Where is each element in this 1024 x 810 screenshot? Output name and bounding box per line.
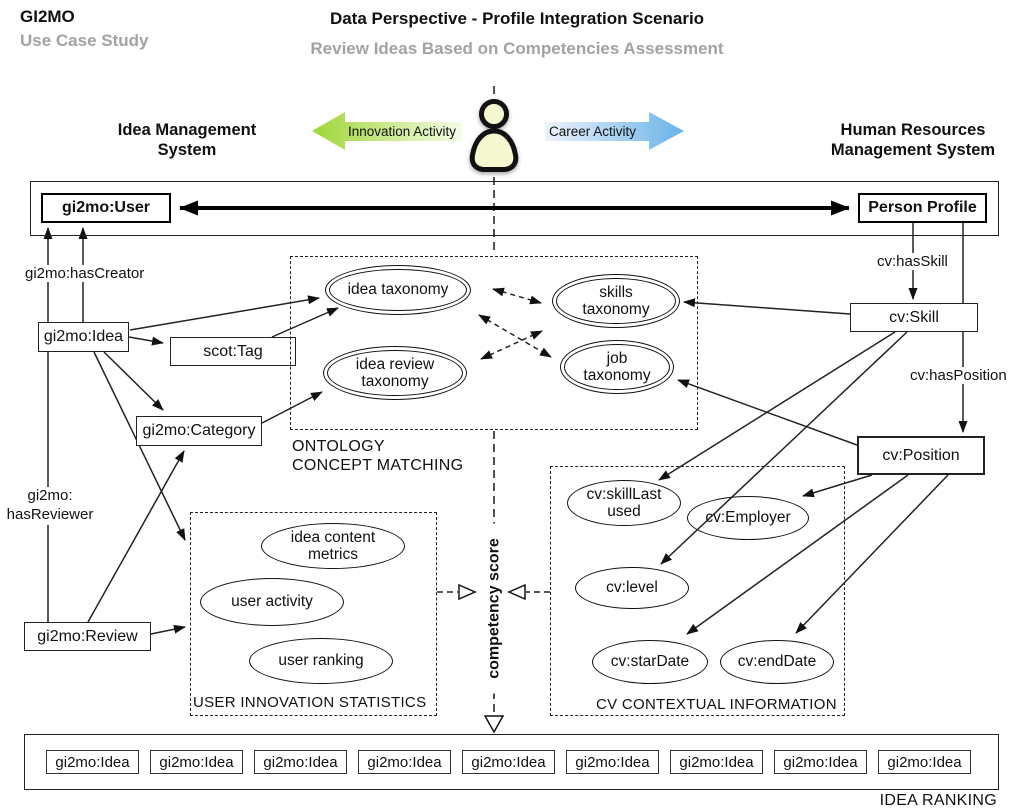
user-stats-box — [190, 512, 437, 716]
ontology-box — [290, 256, 698, 430]
node-person-profile: Person Profile — [858, 193, 987, 223]
edge-label-has-reviewer: gi2mo: hasReviewer — [2, 487, 98, 525]
node-scot-tag: scot:Tag — [170, 337, 296, 366]
ranking-idea-box: gi2mo:Idea — [462, 750, 555, 774]
ellipse-cv-stardate: cv:starDate — [592, 640, 708, 684]
user-profile-container — [30, 181, 999, 236]
ranking-idea-box: gi2mo:Idea — [358, 750, 451, 774]
ellipse-cv-employer: cv:Employer — [687, 496, 809, 540]
person-icon — [469, 99, 519, 172]
ellipse-user-ranking: user ranking — [249, 638, 393, 684]
edge-review-category — [87, 450, 185, 623]
node-gi2mo-review: gi2mo:Review — [24, 622, 151, 651]
idea-ranking-container: gi2mo:Idea gi2mo:Idea gi2mo:Idea gi2mo:I… — [24, 734, 999, 790]
ellipse-cv-enddate: cv:endDate — [720, 640, 834, 684]
system-label-left: Idea Management System — [117, 121, 257, 159]
edge-idea-tag — [128, 336, 164, 346]
edge-idea-ideataxonomy — [129, 295, 320, 331]
edge-label-has-creator: gi2mo:hasCreator — [25, 265, 145, 282]
cv-info-box — [550, 466, 845, 716]
ellipse-job-taxonomy: job taxonomy — [560, 340, 674, 394]
logo-title: GI2MO — [20, 7, 75, 26]
edge-ideatax-jobtax — [478, 314, 552, 358]
page-title: Data Perspective - Profile Integration S… — [329, 9, 705, 28]
edge-skill-skilllastused — [658, 331, 896, 481]
edge-review-userstats — [150, 624, 186, 635]
ranking-idea-box: gi2mo:Idea — [774, 750, 867, 774]
ontology-label-line1: ONTOLOGY — [292, 438, 385, 455]
open-arrow-down — [483, 715, 505, 734]
ranking-idea-box: gi2mo:Idea — [566, 750, 659, 774]
ontology-label-line2: CONCEPT MATCHING — [292, 457, 464, 474]
ellipse-cv-level: cv:level — [575, 567, 689, 609]
system-label-right: Human Resources Management System — [830, 121, 996, 159]
edge-label-has-skill: cv:hasSkill — [877, 253, 948, 270]
node-gi2mo-idea: gi2mo:Idea — [38, 322, 129, 352]
node-cv-skill: cv:Skill — [850, 303, 978, 332]
edge-idea-userstats — [93, 351, 186, 541]
node-cv-position: cv:Position — [857, 436, 985, 475]
node-gi2mo-category: gi2mo:Category — [136, 416, 262, 446]
ellipse-idea-review-taxonomy: idea review taxonomy — [323, 346, 467, 400]
ellipse-idea-content-metrics: idea content metrics — [261, 523, 405, 569]
edge-tag-ideataxonomy — [271, 307, 339, 338]
innovation-activity-label: Innovation Activity — [348, 124, 457, 139]
edge-skill-skillstaxonomy — [683, 298, 851, 315]
ellipse-cv-skilllast-used: cv:skillLast used — [567, 480, 681, 526]
edge-category-ideareviewtaxonomy — [261, 391, 323, 424]
open-arrow-left — [507, 583, 526, 601]
edge-ideareviewtax-skillstax — [480, 330, 543, 360]
career-activity-label: Career Activity — [549, 124, 637, 139]
logo-subtitle: Use Case Study — [20, 31, 149, 50]
edge-idea-category — [103, 351, 164, 411]
ranking-idea-box: gi2mo:Idea — [150, 750, 243, 774]
edge-label-has-position: cv:hasPosition — [910, 367, 1007, 384]
open-arrow-right — [458, 583, 477, 601]
career-arrow — [545, 112, 684, 150]
ranking-idea-box: gi2mo:Idea — [878, 750, 971, 774]
edge-position-employer — [802, 474, 873, 498]
ellipse-idea-taxonomy: idea taxonomy — [325, 265, 471, 315]
idea-ranking-label: IDEA RANKING — [879, 792, 997, 809]
user-stats-label: USER INNOVATION STATISTICS — [193, 694, 427, 711]
page-subtitle: Review Ideas Based on Competencies Asses… — [310, 39, 724, 58]
edge-skill-level — [660, 331, 908, 565]
edge-position-enddate — [795, 474, 949, 634]
cv-info-label: CV CONTEXTUAL INFORMATION — [596, 696, 837, 713]
ranking-idea-box: gi2mo:Idea — [254, 750, 347, 774]
innovation-arrow — [312, 112, 462, 150]
ellipse-skills-taxonomy: skills taxonomy — [552, 274, 680, 328]
ranking-idea-box: gi2mo:Idea — [46, 750, 139, 774]
ranking-idea-box: gi2mo:Idea — [670, 750, 763, 774]
node-gi2mo-user: gi2mo:User — [41, 193, 171, 223]
ellipse-user-activity: user activity — [200, 578, 344, 626]
edge-position-jobtaxonomy — [677, 379, 858, 446]
edge-position-stardate — [686, 474, 909, 635]
